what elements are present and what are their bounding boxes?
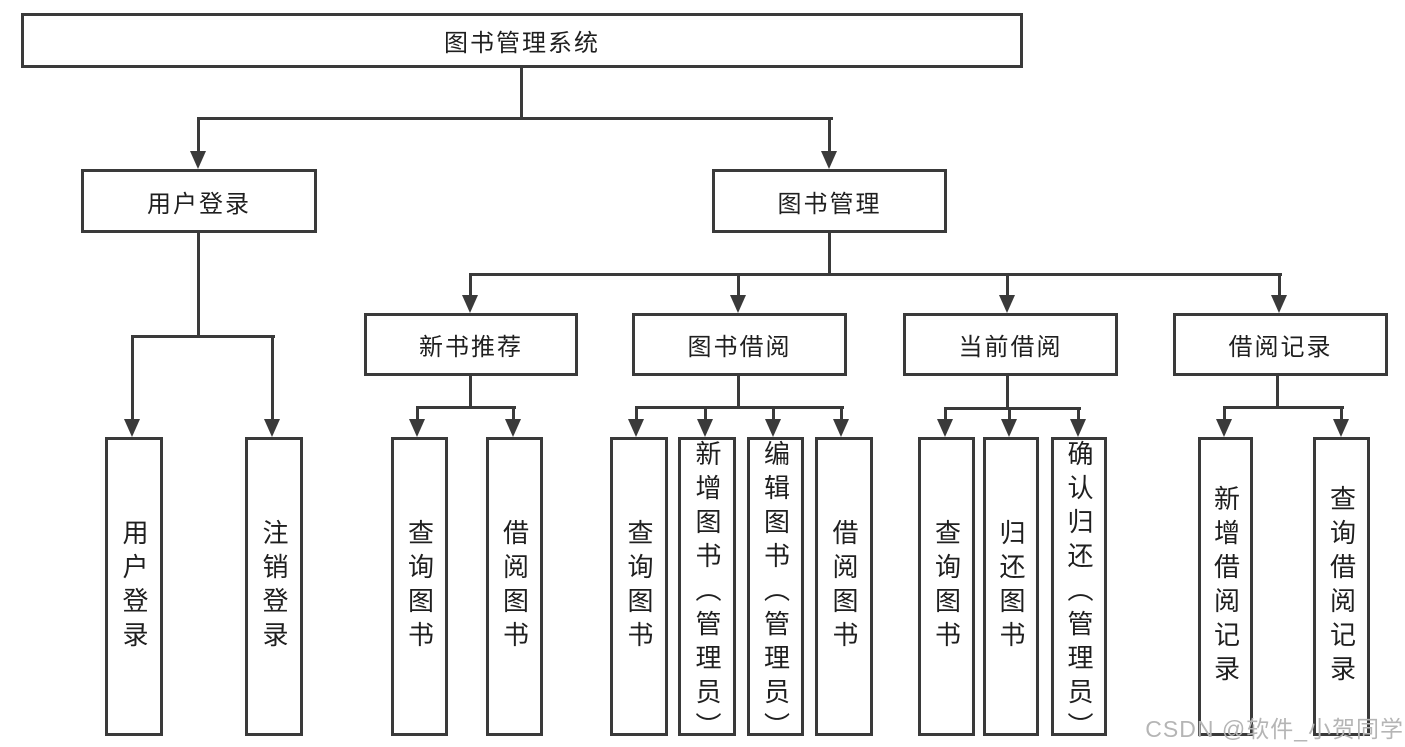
- arrow-down-icon: [264, 419, 280, 437]
- node-book-borrow: 图书借阅: [632, 313, 847, 376]
- arrow-down-icon: [697, 419, 713, 437]
- connector-line: [520, 68, 523, 119]
- connector-line: [197, 233, 200, 335]
- leaf-borrow-books-recommend: 借阅图书: [486, 437, 543, 736]
- connector-line: [944, 410, 947, 421]
- connector-line: [1006, 376, 1009, 410]
- arrow-down-icon: [833, 419, 849, 437]
- connector-line: [271, 338, 274, 421]
- node-book-management-branch: 图书管理: [712, 169, 947, 233]
- arrow-down-icon: [505, 419, 521, 437]
- connector-line: [131, 338, 134, 421]
- leaf-edit-books-admin: 编辑图书（管理员）: [747, 437, 804, 746]
- leaf-add-borrow-record: 新增借阅记录: [1198, 437, 1253, 736]
- arrow-down-icon: [937, 419, 953, 437]
- connector-line: [469, 376, 472, 409]
- node-user-login-branch: 用户登录: [81, 169, 317, 233]
- connector-line: [469, 276, 472, 297]
- connector-line: [1008, 410, 1011, 421]
- connector-line: [635, 409, 638, 421]
- node-borrow-records: 借阅记录: [1173, 313, 1388, 376]
- connector-line: [416, 409, 419, 421]
- connector-line: [416, 406, 516, 409]
- connector-line: [840, 409, 843, 421]
- arrow-down-icon: [1070, 419, 1086, 437]
- connector-line: [131, 335, 275, 338]
- leaf-user-login: 用户登录: [105, 437, 163, 736]
- arrow-down-icon: [1333, 419, 1349, 437]
- connector-line: [1278, 276, 1281, 297]
- leaf-return-books: 归还图书: [983, 437, 1039, 736]
- arrow-down-icon: [628, 419, 644, 437]
- leaf-borrow-books: 借阅图书: [815, 437, 873, 736]
- connector-line: [512, 409, 515, 421]
- leaf-query-books-borrow: 查询图书: [610, 437, 668, 736]
- arrow-down-icon: [730, 295, 746, 313]
- arrow-down-icon: [462, 295, 478, 313]
- arrow-down-icon: [409, 419, 425, 437]
- connector-line: [197, 120, 200, 153]
- connector-line: [737, 376, 740, 409]
- leaf-confirm-return-admin: 确认归还（管理员）: [1051, 437, 1107, 746]
- arrow-down-icon: [124, 419, 140, 437]
- connector-line: [772, 409, 775, 421]
- node-current-borrow: 当前借阅: [903, 313, 1118, 376]
- leaf-query-books-current: 查询图书: [918, 437, 975, 736]
- leaf-query-books-recommend: 查询图书: [391, 437, 448, 736]
- connector-line: [828, 120, 831, 153]
- connector-line: [469, 273, 1282, 276]
- connector-line: [944, 407, 1081, 410]
- arrow-down-icon: [1271, 295, 1287, 313]
- connector-line: [1223, 406, 1344, 409]
- connector-line: [197, 117, 833, 120]
- connector-line: [635, 406, 844, 409]
- csdn-watermark: CSDN @软件_小贺同学: [1145, 716, 1404, 742]
- arrow-down-icon: [1001, 419, 1017, 437]
- connector-line: [704, 409, 707, 421]
- node-new-book-recommend: 新书推荐: [364, 313, 578, 376]
- arrow-down-icon: [999, 295, 1015, 313]
- connector-line: [1276, 376, 1279, 409]
- connector-line: [1223, 409, 1226, 421]
- arrow-down-icon: [190, 151, 206, 169]
- arrow-down-icon: [821, 151, 837, 169]
- arrow-down-icon: [765, 419, 781, 437]
- connector-line: [1006, 276, 1009, 297]
- leaf-add-books-admin: 新增图书（管理员）: [678, 437, 736, 746]
- connector-line: [828, 233, 831, 275]
- connector-line: [737, 276, 740, 297]
- leaf-query-borrow-record: 查询借阅记录: [1313, 437, 1370, 736]
- connector-line: [1077, 410, 1080, 421]
- leaf-logout: 注销登录: [245, 437, 303, 736]
- connector-line: [1340, 409, 1343, 421]
- arrow-down-icon: [1216, 419, 1232, 437]
- node-root: 图书管理系统: [21, 13, 1023, 68]
